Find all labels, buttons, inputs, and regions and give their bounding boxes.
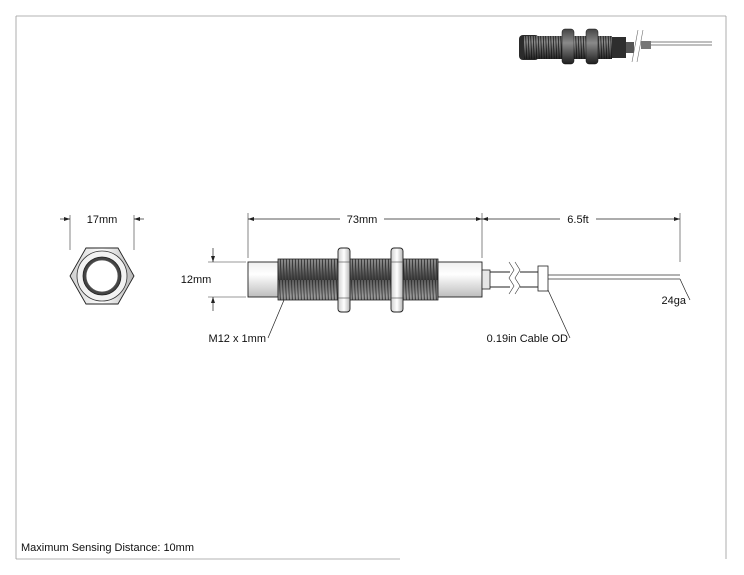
cable <box>490 261 680 295</box>
sensing-distance-note: Maximum Sensing Distance: 10mm <box>21 542 194 554</box>
thread-callout: M12 x 1mm <box>209 299 285 345</box>
cable-length-dimension: 6.5ft <box>482 213 681 262</box>
body-length-label: 73mm <box>347 214 378 226</box>
cable-od-callout: 0.19in Cable OD <box>487 289 571 345</box>
body-diameter-label: 12mm <box>181 274 212 286</box>
wire-gauge-label: 24ga <box>662 295 687 307</box>
hex-width-dimension: 17mm <box>60 214 144 250</box>
end-view-hex <box>69 247 135 305</box>
sensor-thumbnail <box>519 28 712 65</box>
cable-length-label: 6.5ft <box>567 214 588 226</box>
thread-label: M12 x 1mm <box>209 333 266 345</box>
wire-gauge-callout: 24ga <box>662 278 691 307</box>
hex-width-label: 17mm <box>87 214 118 226</box>
body-length-dimension: 73mm <box>247 213 483 258</box>
side-view-body <box>247 247 491 313</box>
cable-od-label: 0.19in Cable OD <box>487 333 568 345</box>
body-diameter-dimension: 12mm <box>181 248 246 311</box>
drawing-frame <box>15 15 727 560</box>
